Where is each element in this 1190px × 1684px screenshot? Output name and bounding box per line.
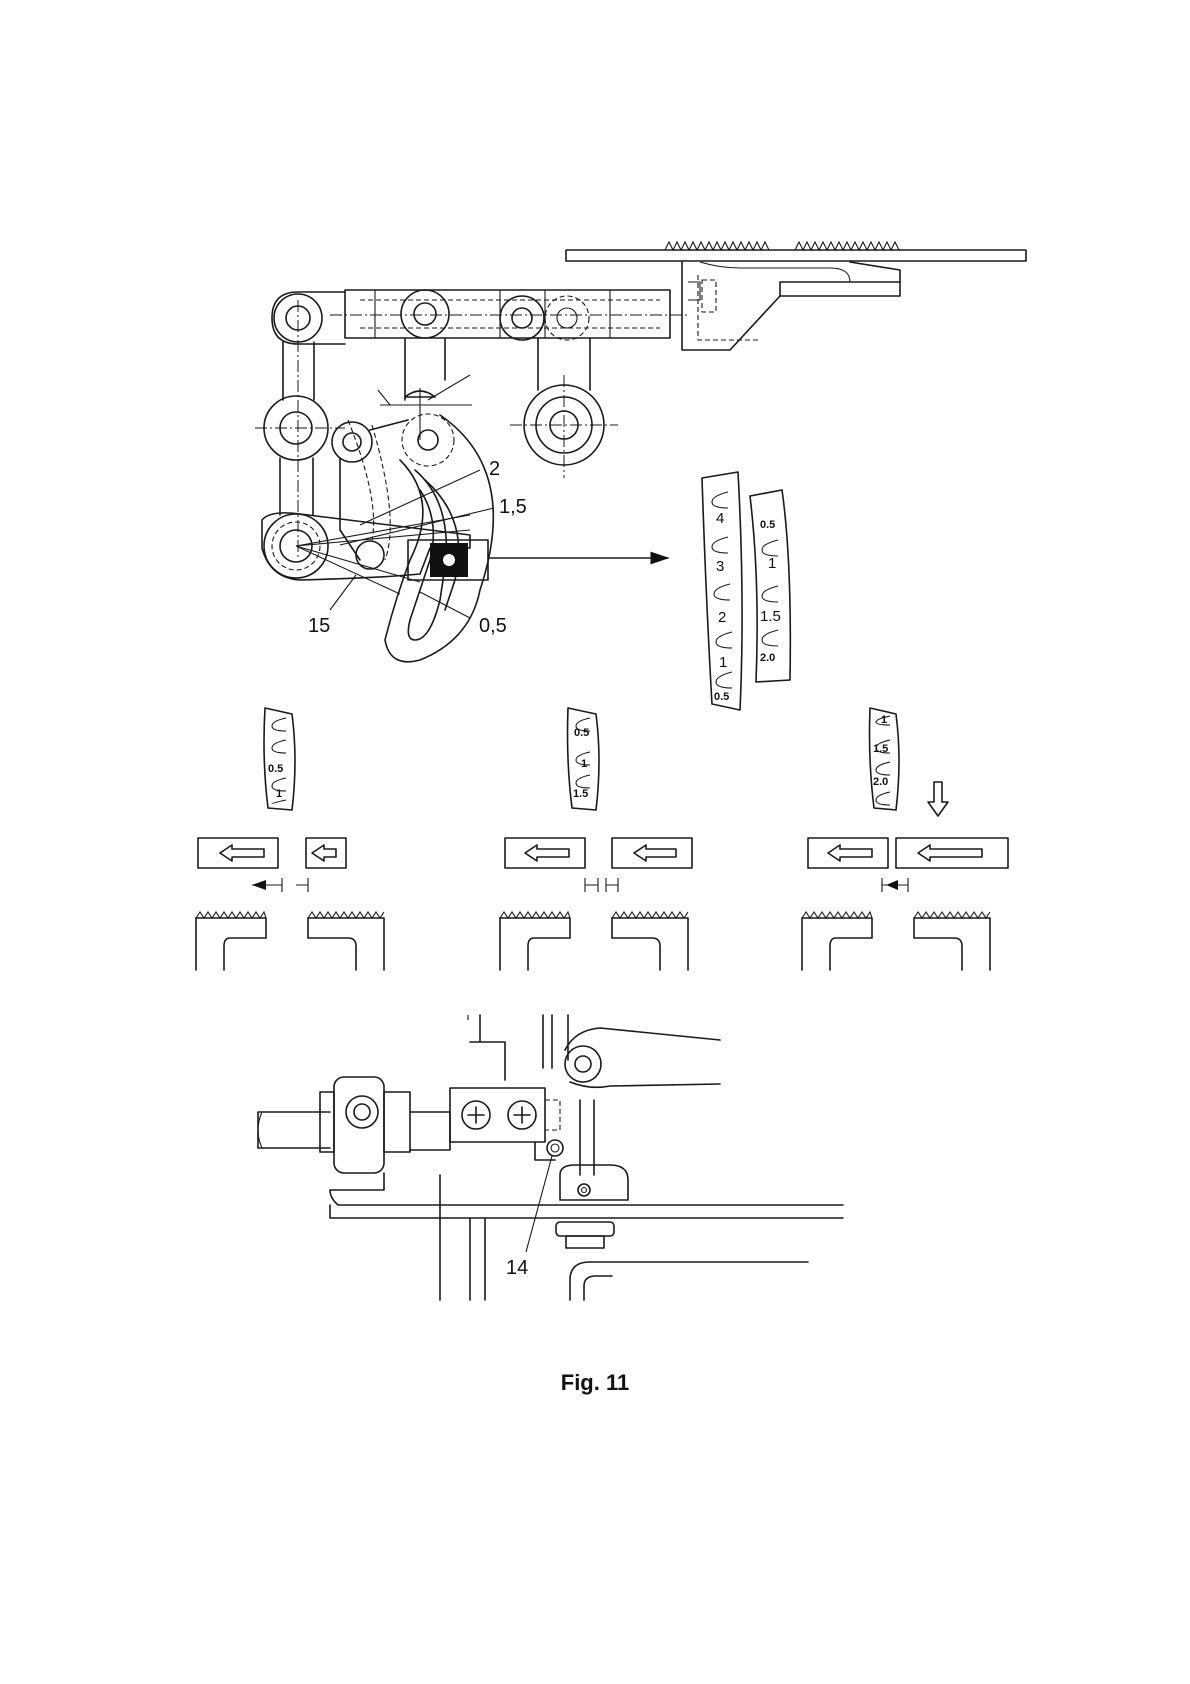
large-scale-label: 1	[719, 654, 727, 671]
fabric-arrow-box	[612, 838, 692, 868]
large-scale-detail	[702, 472, 790, 710]
setting-scale-label: 1	[276, 788, 282, 800]
large-scale-label: 0.5	[760, 519, 775, 531]
large-scale-label: 2.0	[760, 652, 775, 664]
setting-scale-label: 1.5	[573, 788, 588, 800]
setting-2: 0.5 1 1.5	[500, 708, 692, 970]
setting-1: 0.5 1	[196, 708, 384, 970]
fabric-arrow-box	[896, 838, 1008, 868]
large-scale-label: 3	[716, 558, 724, 575]
setting-scale-label: 2.0	[873, 776, 888, 788]
setting-scale-label: 1	[581, 758, 587, 770]
callout-15: 15	[308, 615, 330, 637]
callout-0-5: 0,5	[479, 615, 507, 637]
large-scale-label: 1.5	[760, 608, 781, 625]
setting-scale-label: 1.5	[873, 743, 888, 755]
callout-14: 14	[506, 1257, 528, 1279]
large-scale-label: 0.5	[714, 691, 729, 703]
fabric-arrow-box	[808, 838, 888, 868]
setting-3: 1 1.5 2.0	[802, 708, 1008, 970]
setting-scale-label: 0.5	[574, 727, 589, 739]
bottom-detail-drawing	[258, 1015, 843, 1300]
feed-mechanism-drawing	[255, 242, 1026, 662]
fabric-arrow-box	[505, 838, 585, 868]
large-scale-label: 2	[718, 609, 726, 626]
large-scale-label: 1	[768, 555, 776, 572]
setting-scale-label: 0.5	[268, 763, 283, 775]
figure-caption: Fig. 11	[561, 1370, 629, 1395]
callout-2: 2	[489, 458, 500, 480]
callout-1-5: 1,5	[499, 496, 527, 518]
fabric-arrow-box	[198, 838, 278, 868]
large-scale-label: 4	[716, 510, 724, 527]
setting-scale-label: 1	[881, 714, 887, 726]
